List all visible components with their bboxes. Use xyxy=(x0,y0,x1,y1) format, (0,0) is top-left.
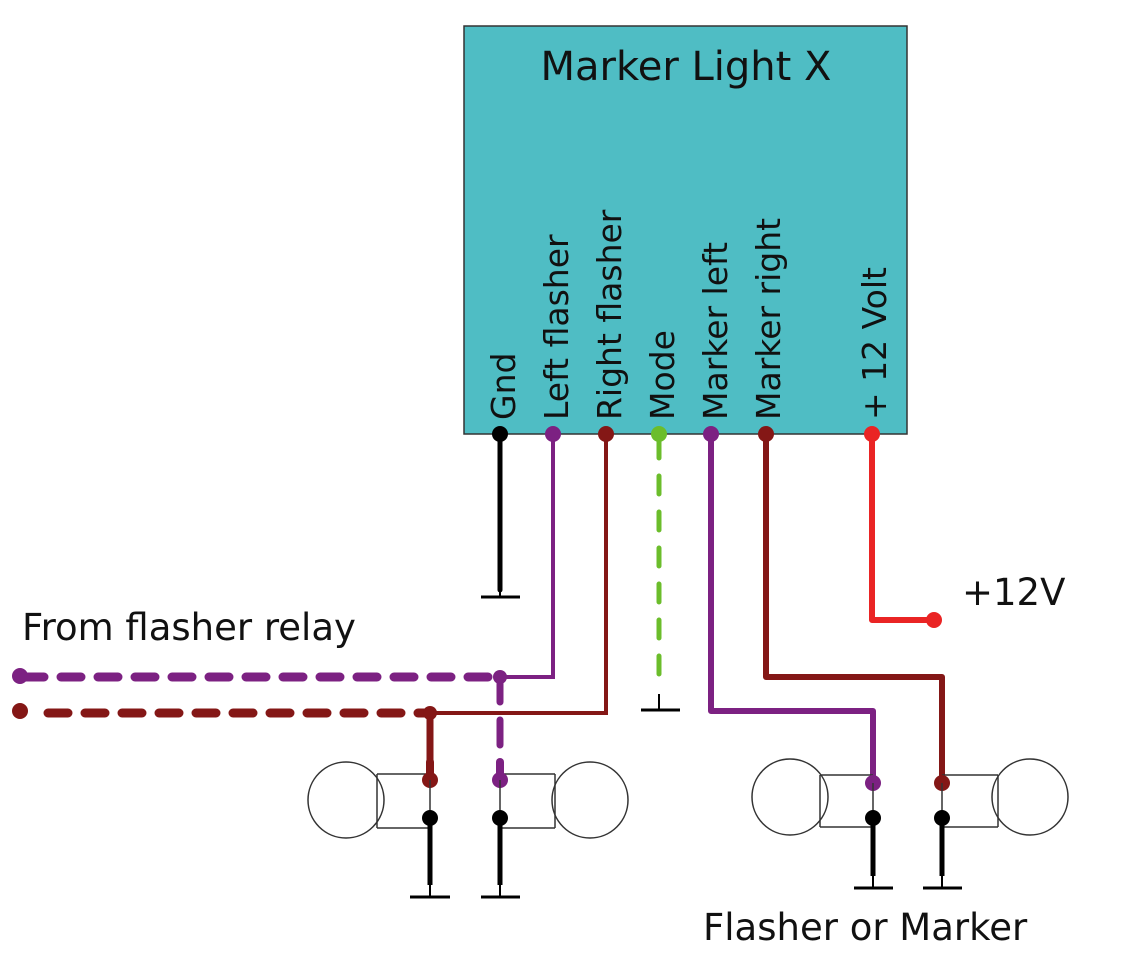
relay-maroon-dashed-line xyxy=(12,703,437,764)
bulb-right-inner xyxy=(751,758,893,890)
bulb-left-inner xyxy=(481,758,629,899)
pin-label-mode: Mode xyxy=(643,330,682,420)
pin-label-right-flasher: Right flasher xyxy=(590,209,629,420)
mode-wire xyxy=(641,437,680,712)
gnd-wire xyxy=(481,431,520,599)
bulb-left-outer xyxy=(307,758,450,899)
marker-left-wire xyxy=(708,434,876,782)
marker-light-module: Marker Light X Gnd Left flasher Right fl… xyxy=(463,25,908,435)
pin-dot-marker-left xyxy=(703,426,719,442)
pin-dot-right-flasher xyxy=(598,426,614,442)
left-flasher-wire xyxy=(500,434,555,679)
pin-dot-plus-12-volt xyxy=(864,426,880,442)
pin-label-left-flasher: Left flasher xyxy=(537,234,576,420)
from-flasher-relay-label: From flasher relay xyxy=(22,606,356,649)
pin-dot-marker-right xyxy=(758,426,774,442)
module-box xyxy=(463,25,908,435)
bulb-right-outer xyxy=(923,758,1069,890)
marker-right-wire xyxy=(763,434,945,782)
pin-label-marker-left: Marker left xyxy=(696,242,735,420)
module-title: Marker Light X xyxy=(541,44,832,90)
relay-purple-dashed-line xyxy=(12,668,507,764)
plus-12v-wire xyxy=(869,434,934,623)
pin-label-plus-12-volt: + 12 Volt xyxy=(855,267,894,420)
pin-label-gnd: Gnd xyxy=(484,353,523,420)
plus-12v-label: +12V xyxy=(962,571,1065,614)
pin-dot-mode xyxy=(651,426,667,442)
right-flasher-wire xyxy=(430,434,608,715)
pin-dot-left-flasher xyxy=(545,426,561,442)
plus-12v-terminal xyxy=(926,612,942,628)
pin-label-marker-right: Marker right xyxy=(749,218,788,420)
flasher-or-marker-label: Flasher or Marker xyxy=(703,906,1028,949)
pin-dot-gnd xyxy=(492,426,508,442)
